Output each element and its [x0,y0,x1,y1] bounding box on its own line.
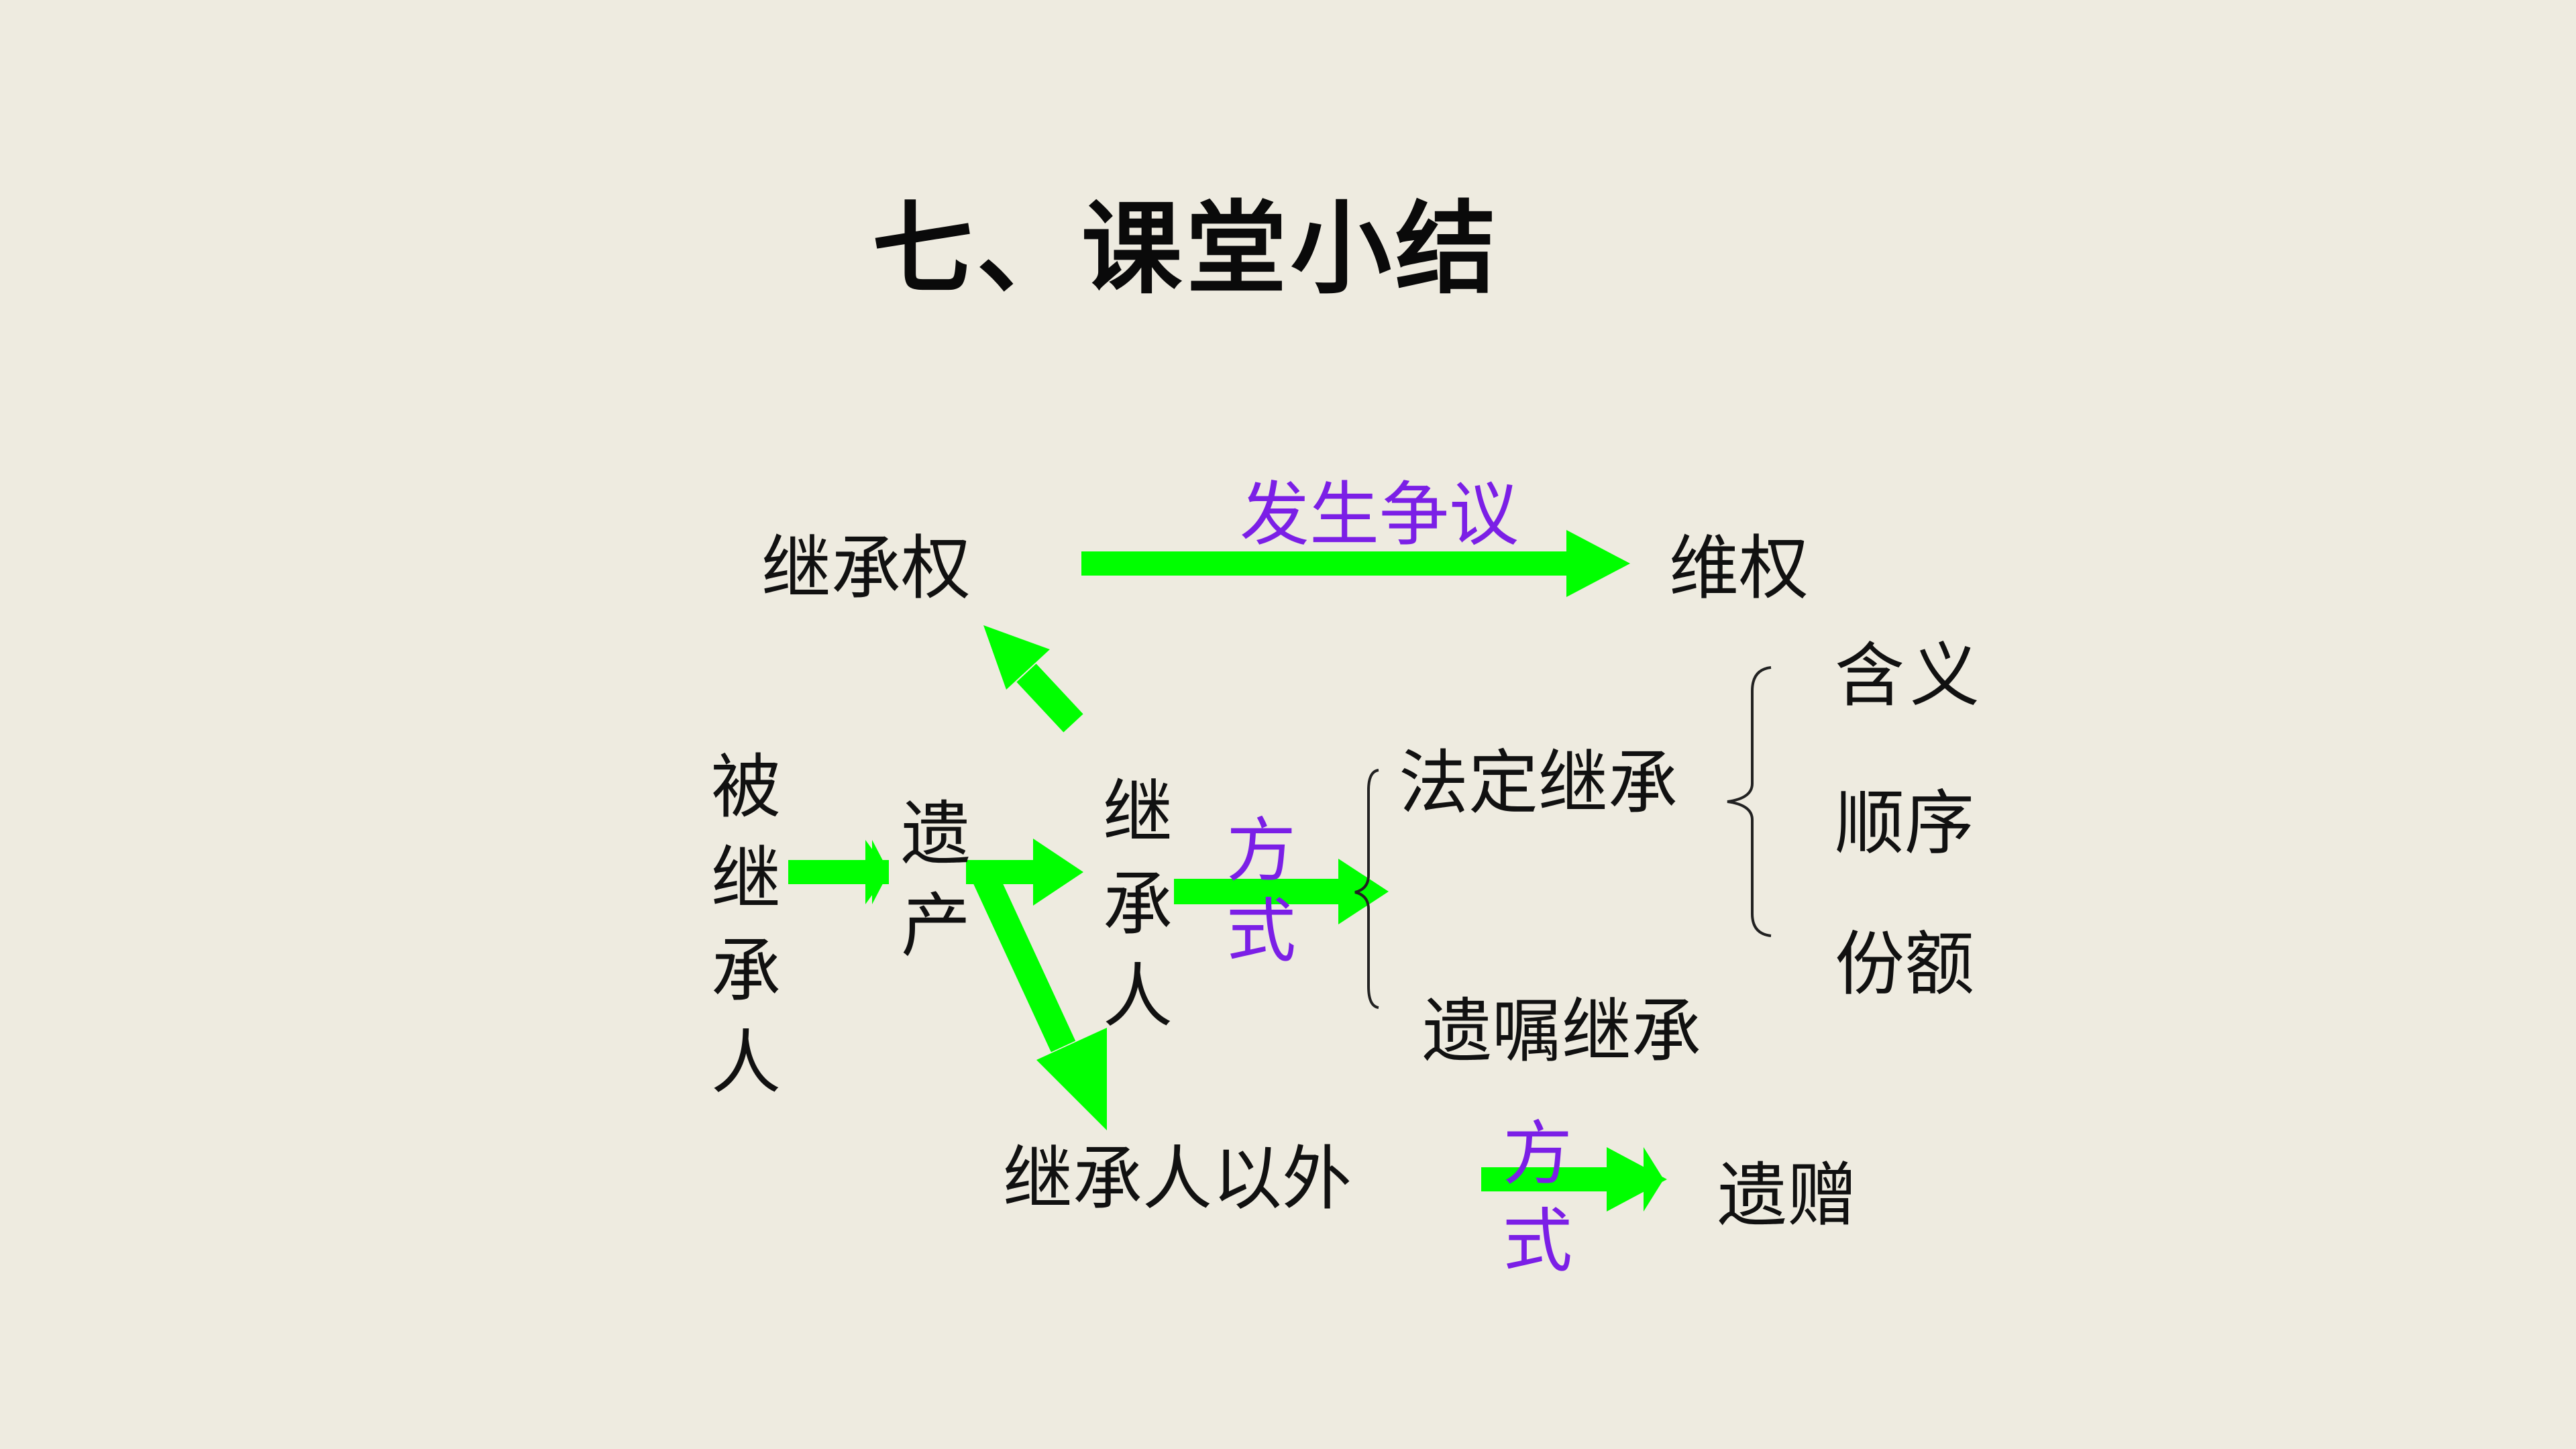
page-title: 七、课堂小结 [872,191,1501,308]
node-order: 顺序 [1835,782,1975,864]
label-method-1: 方式 [1226,810,1296,972]
arrow-heir-to-heir-right [983,625,1083,733]
node-meaning: 含义 [1835,635,1986,716]
arrow-non-heir-to-bequest [1481,1147,1667,1212]
node-non-heir: 继承人以外 [1003,1138,1352,1220]
arrow-heir-to-methods [1174,859,1389,924]
node-testamentary-succession: 遗嘱继承 [1422,990,1702,1072]
node-decedent: 被继承人 [710,746,781,1104]
node-protect-rights: 维权 [1669,527,1809,609]
node-estate: 遗产 [900,793,971,967]
node-share: 份额 [1835,923,1975,1005]
arrow-decedent-to-estate [788,840,889,904]
node-bequest: 遗赠 [1717,1155,1858,1236]
node-heir: 继承人 [1102,771,1173,1037]
brace-statutory-aspects [1727,666,1772,937]
arrow-estate-to-non-heir [970,866,1107,1130]
label-method-2: 方式 [1502,1113,1572,1282]
brace-succession-types [1354,769,1379,1009]
node-statutory-succession: 法定继承 [1399,742,1678,824]
node-heir-right: 继承权 [761,527,971,609]
label-dispute: 发生争议 [1240,474,1519,555]
arrow-heir-right-to-protect [1081,530,1630,597]
